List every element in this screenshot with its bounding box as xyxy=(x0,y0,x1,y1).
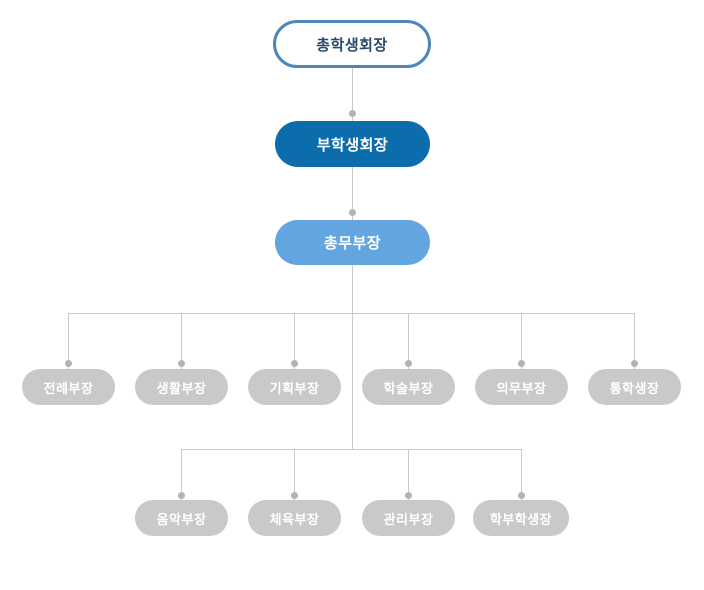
connector-line xyxy=(68,313,69,369)
connector-dot xyxy=(404,491,412,499)
connector-dot xyxy=(348,109,356,117)
connector-line xyxy=(521,313,522,369)
connector-dot xyxy=(348,209,356,216)
node-dept-7: 음악부장 xyxy=(135,500,228,536)
connector-dot xyxy=(517,491,525,499)
connector-line xyxy=(294,449,295,500)
connector-dot xyxy=(517,360,525,367)
node-dept-6: 통학생장 xyxy=(588,369,681,405)
node-dept-3: 기획부장 xyxy=(248,369,341,405)
connector-dot xyxy=(290,360,298,367)
connector-dot xyxy=(177,360,185,367)
connector-line xyxy=(181,449,182,500)
node-student-council-president: 총학생회장 xyxy=(273,20,431,68)
connector-dot xyxy=(290,491,298,499)
connector-line xyxy=(352,68,353,121)
connector-line xyxy=(408,449,409,500)
connector-line xyxy=(634,313,635,369)
connector-dot xyxy=(630,360,638,367)
connector-line xyxy=(181,449,521,450)
connector-line xyxy=(68,313,635,314)
connector-dot xyxy=(404,360,412,367)
connector-line xyxy=(352,265,353,449)
connector-dot xyxy=(64,360,72,367)
node-dept-5: 의무부장 xyxy=(475,369,568,405)
connector-line xyxy=(408,313,409,369)
node-vice-president: 부학생회장 xyxy=(275,121,430,167)
connector-line xyxy=(181,313,182,369)
node-dept-2: 생활부장 xyxy=(135,369,228,405)
node-dept-9: 관리부장 xyxy=(362,500,455,536)
connector-line xyxy=(294,313,295,369)
node-general-affairs-director: 총무부장 xyxy=(275,220,430,265)
connector-line xyxy=(352,167,353,220)
node-dept-1: 전례부장 xyxy=(22,369,115,405)
node-dept-4: 학술부장 xyxy=(362,369,455,405)
node-dept-8: 체육부장 xyxy=(248,500,341,536)
node-dept-10: 학부학생장 xyxy=(473,500,569,536)
connector-dot xyxy=(177,491,185,499)
connector-line xyxy=(521,449,522,500)
